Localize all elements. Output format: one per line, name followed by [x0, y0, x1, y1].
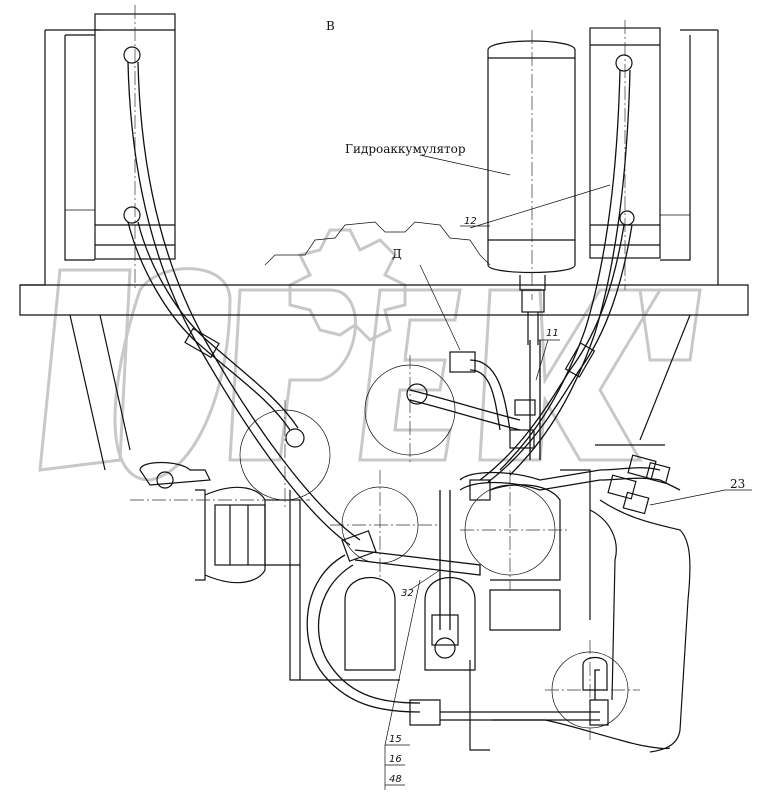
right-bracket: [469, 444, 691, 753]
part-32-label: 32: [401, 588, 414, 599]
accumulator-label: Гидроаккумулятор: [345, 142, 466, 156]
pipe-loop-bottom: [306, 554, 609, 726]
hose-left: [127, 61, 361, 546]
hose-center: [341, 340, 661, 659]
view-label: В: [326, 19, 335, 33]
part-16-label: 16: [389, 754, 402, 765]
hose-right: [479, 69, 633, 483]
part-11-label: 11: [546, 328, 559, 339]
view-d-label: Д: [392, 247, 402, 261]
part-23-label: 23: [730, 477, 745, 491]
leader-lines: [384, 154, 752, 790]
right-cylinder: [589, 20, 661, 290]
part-12-label: 12: [464, 216, 477, 227]
fittings-right: [607, 454, 681, 515]
part-48-label: 48: [389, 774, 402, 785]
frame: [19, 29, 749, 316]
part-15-label: 15: [389, 734, 402, 745]
gear-outline: [264, 221, 491, 266]
hydraulic-accumulator: [487, 30, 576, 345]
lower-housing: [69, 314, 691, 681]
watermark: [38, 228, 702, 482]
